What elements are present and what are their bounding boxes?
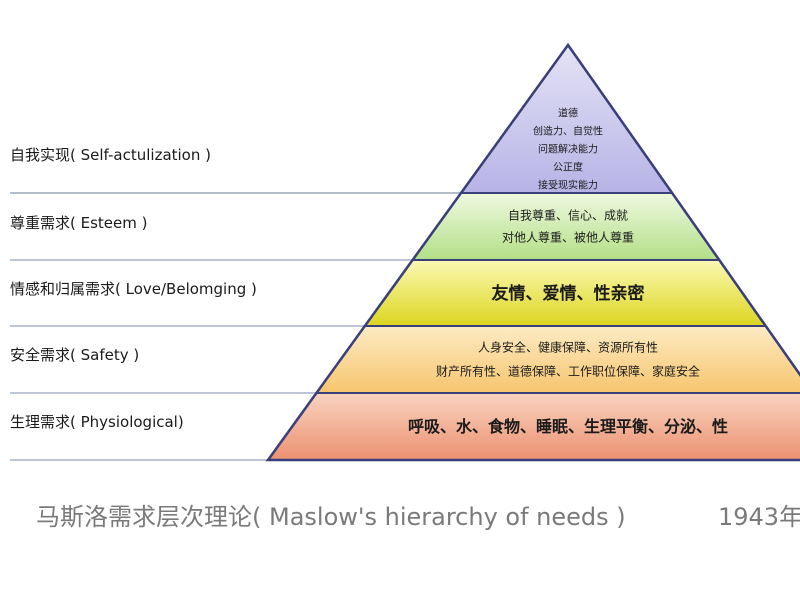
pyramid: 道德创造力、自觉性问题解决能力公正度接受现实能力自我尊重、信心、成就对他人尊重、…	[266, 43, 800, 461]
tier-text-self-actualization: 公正度	[553, 161, 583, 174]
level-label-safety: 安全需求( Safety )	[10, 346, 139, 364]
tier-text-self-actualization: 问题解决能力	[538, 143, 598, 156]
pyramid-outline	[265, 42, 800, 462]
pyramid-tier-safety	[314, 325, 800, 394]
level-label-esteem: 尊重需求( Esteem )	[10, 214, 147, 232]
tier-text-self-actualization: 道德	[558, 107, 578, 120]
label-separators	[10, 192, 462, 461]
pyramid-edge	[265, 42, 800, 462]
level-labels: 自我实现( Self-actulization ) 尊重需求( Esteem ) 情…	[10, 146, 257, 431]
tier-text-esteem: 自我尊重、信心、成就	[508, 208, 628, 223]
tier-text-self-actualization: 创造力、自觉性	[533, 125, 603, 138]
level-label-self-actualization: 自我实现( Self-actulization )	[10, 146, 211, 164]
tier-text-self-actualization: 接受现实能力	[538, 179, 598, 192]
tier-text-esteem: 对他人尊重、被他人尊重	[502, 230, 634, 245]
pyramid-tier-esteem	[410, 192, 722, 261]
tier-text-safety: 财产所有性、道德保障、工作职位保障、家庭安全	[436, 364, 700, 379]
level-label-physiological: 生理需求( Physiological)	[10, 413, 184, 431]
level-label-love-belonging: 情感和归属需求( Love/Belomging )	[10, 280, 257, 298]
tier-text-safety: 人身安全、健康保障、资源所有性	[478, 340, 658, 355]
tier-text-love-belonging: 友情、爱情、性亲密	[492, 283, 645, 304]
diagram-caption-year: 1943年	[718, 503, 800, 531]
tier-text-physiological: 呼吸、水、食物、睡眠、生理平衡、分泌、性	[408, 417, 728, 436]
diagram-caption: 马斯洛需求层次理论( Maslow's hierarchy of needs )	[36, 503, 626, 531]
